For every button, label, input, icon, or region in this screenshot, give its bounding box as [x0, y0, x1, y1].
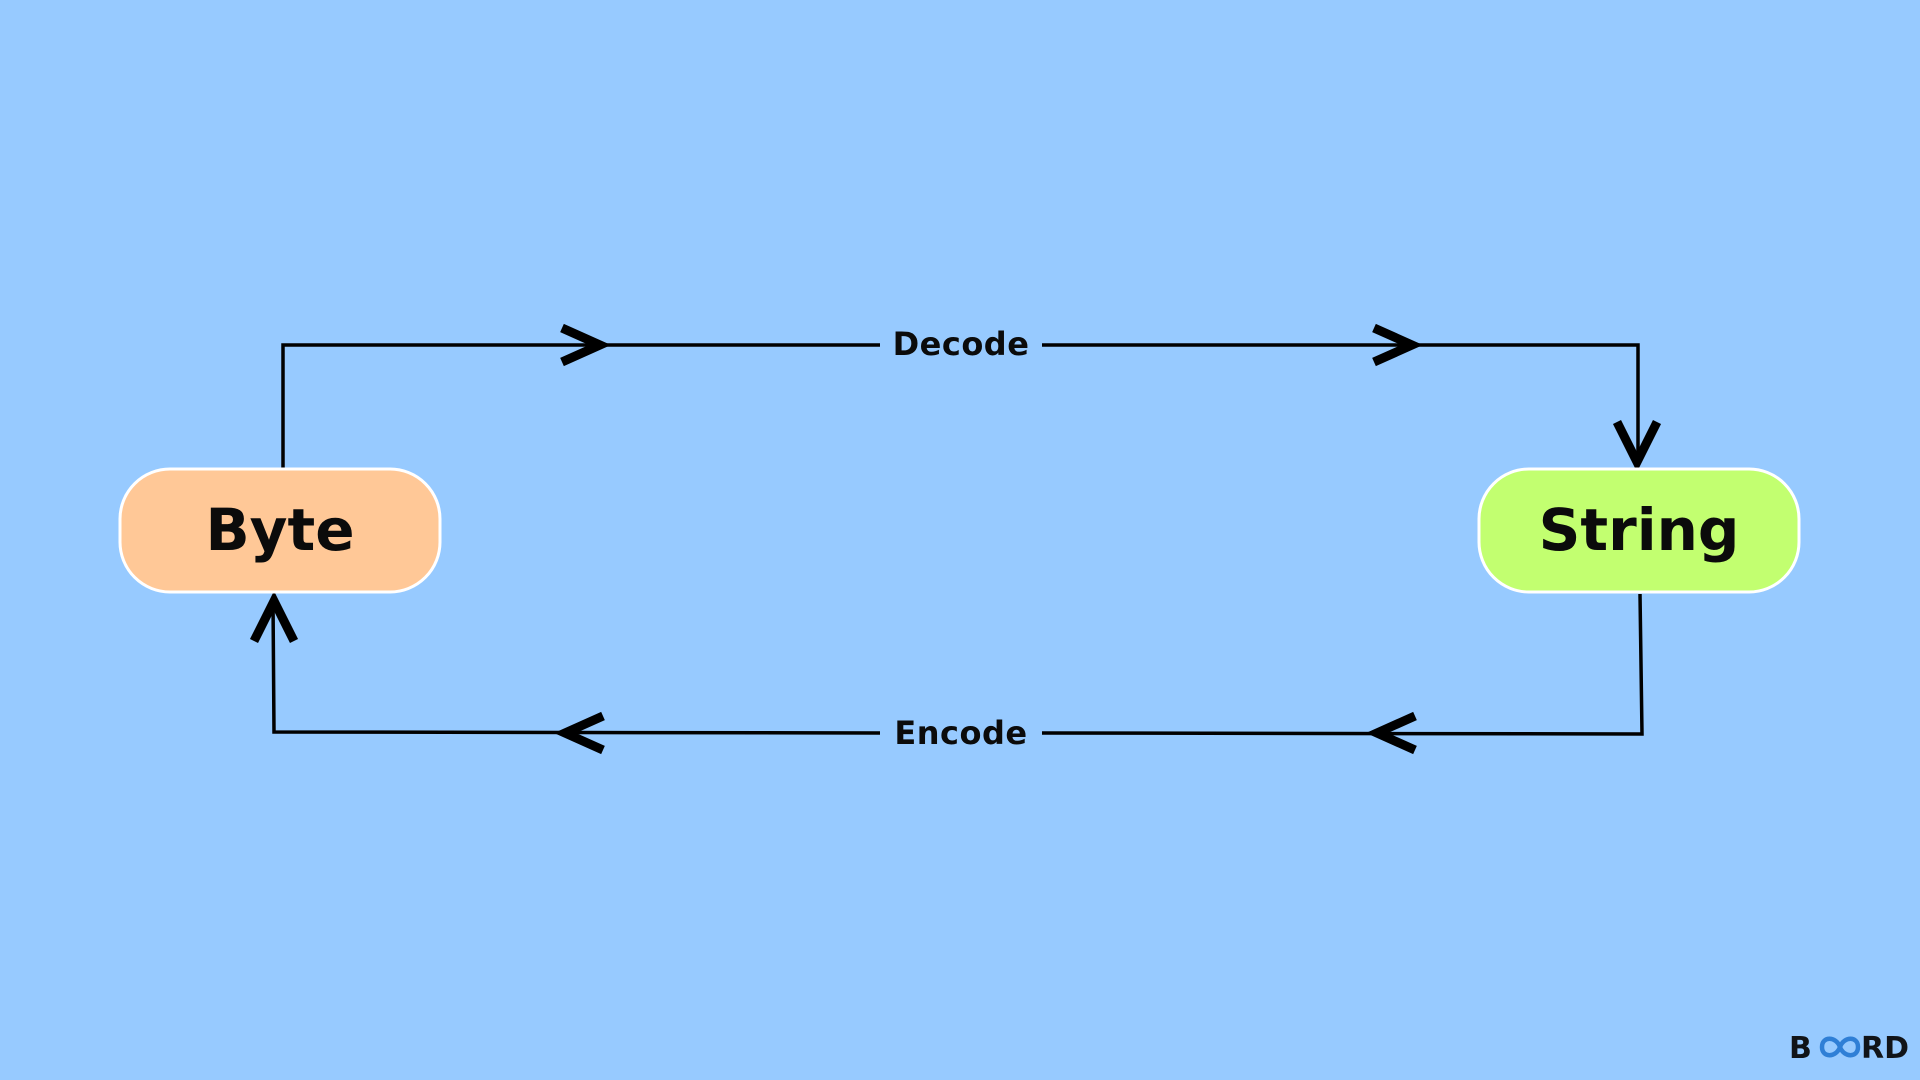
infinity-loop-icon — [1819, 1036, 1861, 1058]
decode-arrowhead-3 — [1612, 419, 1662, 473]
brand-logo: B RD — [1789, 1031, 1909, 1066]
encode-arrowhead-2 — [553, 711, 605, 755]
decode-edge: Decode — [281, 323, 1662, 473]
decode-arrowhead-2 — [1372, 323, 1424, 367]
encode-arrowhead-1 — [1365, 711, 1417, 755]
byte-node: Byte — [118, 467, 442, 594]
byte-node-label: Byte — [205, 496, 354, 564]
string-node-label: String — [1539, 496, 1740, 564]
encode-edge: Encode — [249, 590, 1644, 755]
decode-label: Decode — [893, 325, 1030, 363]
encode-label: Encode — [894, 714, 1027, 752]
decode-arrowhead-1 — [560, 323, 612, 367]
brand-text-left: B — [1789, 1031, 1812, 1066]
string-node-box — [1477, 467, 1801, 594]
string-node: String — [1477, 467, 1801, 594]
brand-text-right: RD — [1861, 1031, 1909, 1066]
byte-node-box — [118, 467, 442, 594]
encode-arrowhead-3 — [249, 590, 299, 644]
